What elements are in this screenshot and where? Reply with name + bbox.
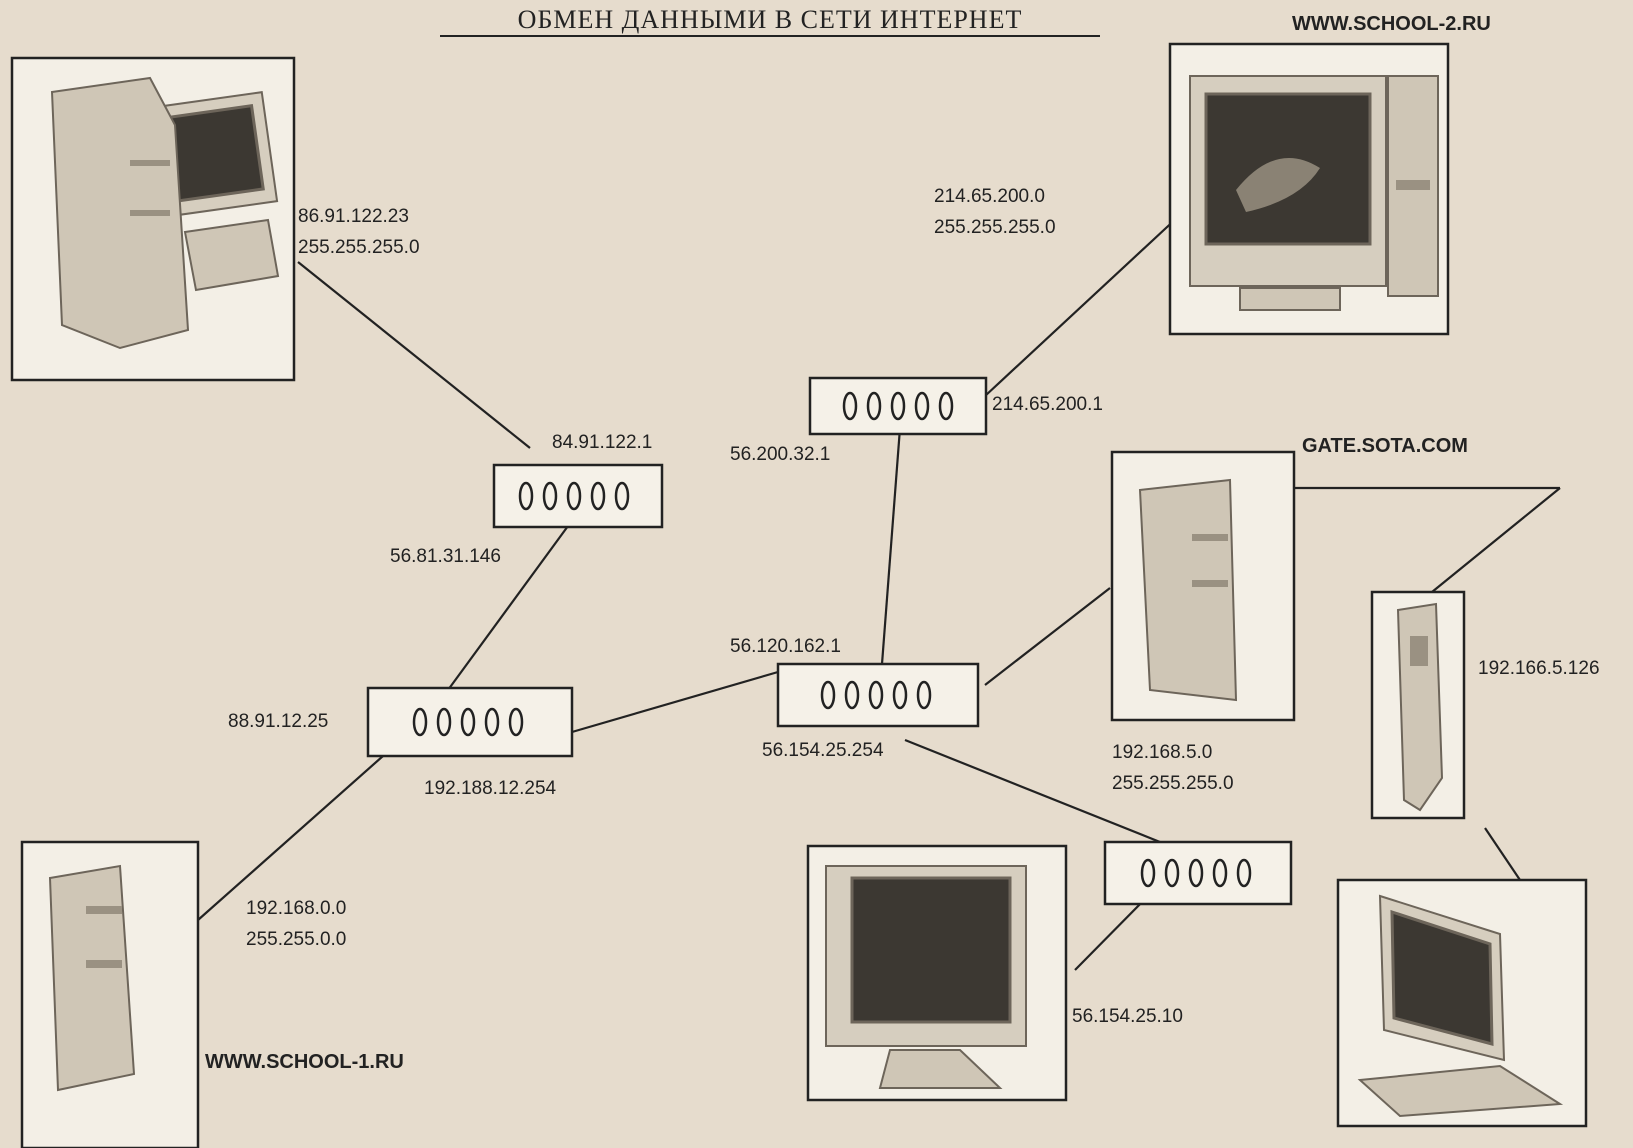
computer-school-2-drive (1396, 180, 1430, 190)
router-4 (776, 662, 980, 728)
computer-bottom-monitor-screen (850, 876, 1012, 1024)
wire-router1-router2 (447, 525, 569, 691)
addr-school1-ip: 192.168.0.0 (246, 898, 346, 919)
computer-school-1-case (48, 864, 136, 1092)
router-5-box (1103, 840, 1293, 906)
computer-gate (1110, 450, 1296, 722)
computer-top-left-case (50, 76, 190, 350)
computer-school-2-stand (1239, 287, 1341, 311)
computer-top-left-drive2 (130, 210, 170, 216)
computer-gate-drive (1192, 534, 1228, 541)
addr-school1-mask: 255.255.0.0 (246, 929, 346, 950)
addr-router1-bottom: 56.81.31.146 (390, 546, 501, 567)
addr-top-left-mask: 255.255.255.0 (298, 237, 420, 258)
addr-router4-bottom: 56.154.25.254 (762, 740, 884, 761)
addr-router3-left: 56.200.32.1 (730, 444, 830, 465)
router-4-ports (820, 680, 932, 710)
wire-router3-router4 (880, 427, 902, 665)
router-3 (808, 376, 988, 436)
addr-router2-left: 88.91.12.25 (228, 711, 328, 732)
wire-router2-school1 (197, 755, 384, 921)
wire-router4-router5 (904, 738, 1161, 844)
addr-gate-net-ip: 192.168.5.0 (1112, 742, 1212, 763)
phone-body (1396, 602, 1444, 812)
addr-phone: 192.166.5.126 (1478, 658, 1600, 679)
router-3-box (808, 376, 988, 436)
router-2-box (366, 686, 574, 758)
computer-school-1-drive (86, 906, 122, 914)
computer-school-1-drive2 (86, 960, 122, 968)
addr-gate-net-mask: 255.255.255.0 (1112, 773, 1234, 794)
router-3-ports (842, 391, 954, 421)
wire-router3-school2 (984, 214, 1181, 397)
computer-school-1 (20, 840, 200, 1148)
wire-pc-topleft-router1 (297, 261, 531, 449)
computer-top-left (10, 56, 296, 382)
computer-bottom-monitor (806, 844, 1068, 1102)
host-label-gate: GATE.SOTA.COM (1302, 435, 1468, 457)
computer-gate-case (1138, 478, 1238, 702)
addr-school2-ip: 214.65.200.0 (934, 186, 1045, 207)
addr-bottom-monitor: 56.154.25.10 (1072, 1006, 1183, 1027)
wire-router2-router4 (571, 670, 779, 734)
addr-router2-bottom: 192.188.12.254 (424, 778, 557, 799)
phone-screen (1410, 636, 1428, 666)
host-label-school-2: WWW.SCHOOL-2.RU (1292, 13, 1491, 35)
computer-school-2 (1168, 42, 1450, 336)
addr-top-left-ip: 86.91.122.23 (298, 206, 409, 227)
router-1-ports (518, 481, 630, 511)
computer-bottom-monitor-stand (878, 1049, 1003, 1089)
addr-school2-mask: 255.255.255.0 (934, 217, 1056, 238)
router-1-box (492, 463, 664, 529)
computer-school-2-screen-art (1236, 157, 1320, 212)
router-5-ports (1140, 858, 1252, 888)
computer-top-left-drive (130, 160, 170, 166)
router-2 (366, 686, 574, 758)
computer-gate-drive2 (1192, 580, 1228, 587)
computer-bottom-right (1336, 878, 1588, 1128)
addr-router1-top: 84.91.122.1 (552, 432, 652, 453)
router-4-box (776, 662, 980, 728)
host-label-school-1: WWW.SCHOOL-1.RU (205, 1051, 404, 1073)
phone-device (1370, 590, 1466, 820)
computer-bottom-right-keyboard (1357, 1064, 1564, 1118)
computer-top-left-keyboard (183, 218, 280, 292)
wire-router5-monitor (1074, 895, 1149, 971)
connection-lines (197, 214, 1561, 971)
diagram-title: ОБМЕН ДАННЫМИ В СЕТИ ИНТЕРНЕТ (518, 5, 1023, 34)
addr-router4-top: 56.120.162.1 (730, 636, 841, 657)
addr-router3-right: 214.65.200.1 (992, 394, 1103, 415)
computer-bottom-right-screen (1390, 909, 1494, 1046)
router-5 (1103, 840, 1293, 906)
router-1 (492, 463, 664, 529)
router-2-ports (412, 707, 524, 737)
wire-router4-gate (984, 587, 1111, 686)
wire-phone-pc (1484, 827, 1521, 881)
wire-gate-right-b (1431, 487, 1561, 593)
